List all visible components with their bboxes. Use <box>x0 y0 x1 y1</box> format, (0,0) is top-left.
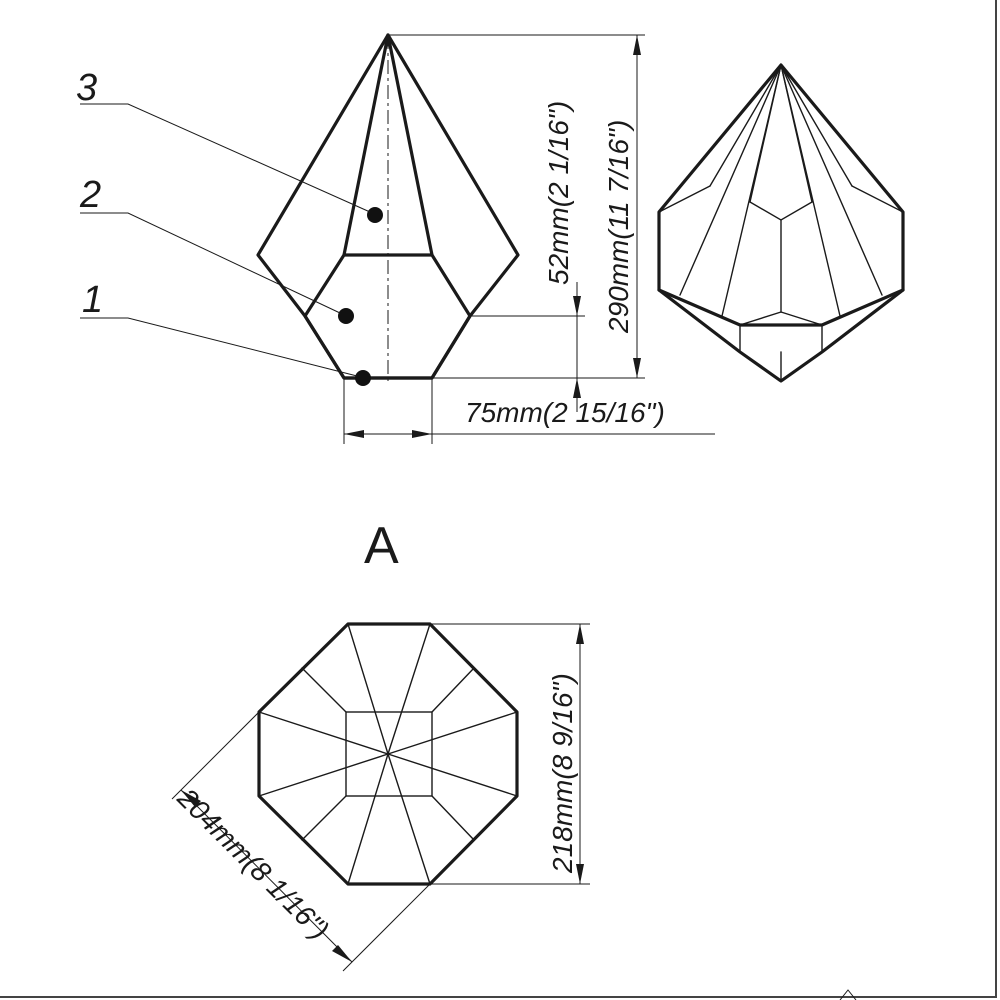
side-ray-8 <box>780 64 813 203</box>
side-lower-left <box>739 311 782 326</box>
plan-ray-6 <box>347 753 389 885</box>
leader-line-1 <box>80 317 358 377</box>
front-facet-line-right <box>469 254 519 317</box>
corner-mark <box>839 989 857 1000</box>
dim-204-arrow-1 <box>181 790 201 807</box>
front-dimensions: 52mm(2 1/16") 290mm(11 7/16") 75mm(2 15/… <box>343 34 715 444</box>
dim-52-text: 52mm(2 1/16") <box>543 101 574 285</box>
front-inner-edge-right <box>386 33 434 257</box>
plan-ray-7 <box>258 753 389 797</box>
plan-inner-square <box>345 711 433 797</box>
dim-52-arrow-bottom <box>573 378 581 398</box>
side-waist-left <box>658 185 711 213</box>
leader-line-3 <box>80 103 371 213</box>
front-view: 3 2 1 <box>76 33 520 386</box>
side-ray-4 <box>780 64 883 296</box>
dim-218-text: 218mm(8 9/16") <box>547 673 578 874</box>
dim-218-arrow-top <box>576 624 584 644</box>
side-ray-7 <box>749 64 782 203</box>
plan-ray-3 <box>387 711 518 755</box>
point-2-marker <box>338 308 354 324</box>
dim-204-arrow-2 <box>332 945 352 962</box>
plan-view <box>257 622 519 886</box>
callout-2: 2 <box>79 174 101 216</box>
point-1-marker <box>355 370 371 386</box>
callout-1: 1 <box>82 279 103 321</box>
point-3-marker <box>367 207 383 223</box>
callout-3: 3 <box>76 67 97 109</box>
plan-ray-4 <box>387 753 518 797</box>
side-ray-1 <box>709 64 782 187</box>
view-label-a: A <box>364 517 399 575</box>
front-inner-edge-left <box>342 33 390 257</box>
dim-204-line <box>180 789 353 963</box>
dim-204-text: 204mm(8 1/16") <box>171 782 335 946</box>
plan-dimensions: 218mm(8 9/16") 204mm(8 1/16") <box>171 623 590 972</box>
dim-204-ext-1 <box>171 711 260 800</box>
side-view <box>657 63 905 383</box>
plan-facet-3 <box>301 795 347 841</box>
dim-290-text: 290mm(11 7/16") <box>603 120 634 334</box>
plan-ray-8 <box>258 711 389 755</box>
plan-ray-5 <box>387 753 431 885</box>
dim-290-arrow-top <box>633 35 641 55</box>
dim-218-arrow-bottom <box>576 864 584 884</box>
side-center-facet <box>749 201 813 221</box>
dim-75-arrow-right <box>412 430 432 438</box>
side-lower-band <box>657 288 905 327</box>
dim-52-arrow-top <box>573 296 581 316</box>
plan-facet-2 <box>431 667 475 713</box>
plan-ray-2 <box>387 623 431 755</box>
side-ray-3 <box>679 64 782 296</box>
plan-ray-1 <box>347 623 389 755</box>
dim-75-text: 75mm(2 15/16") <box>465 397 665 428</box>
dim-204-ext-2 <box>342 883 431 972</box>
side-waist-right <box>851 185 904 213</box>
dim-290-arrow-bottom <box>633 358 641 378</box>
dim-75-arrow-left <box>344 430 364 438</box>
plan-facet-1 <box>301 667 347 713</box>
side-ray-2 <box>780 64 853 187</box>
leader-line-2 <box>80 212 341 314</box>
side-lower-right <box>780 311 823 326</box>
plan-facet-4 <box>431 795 475 841</box>
